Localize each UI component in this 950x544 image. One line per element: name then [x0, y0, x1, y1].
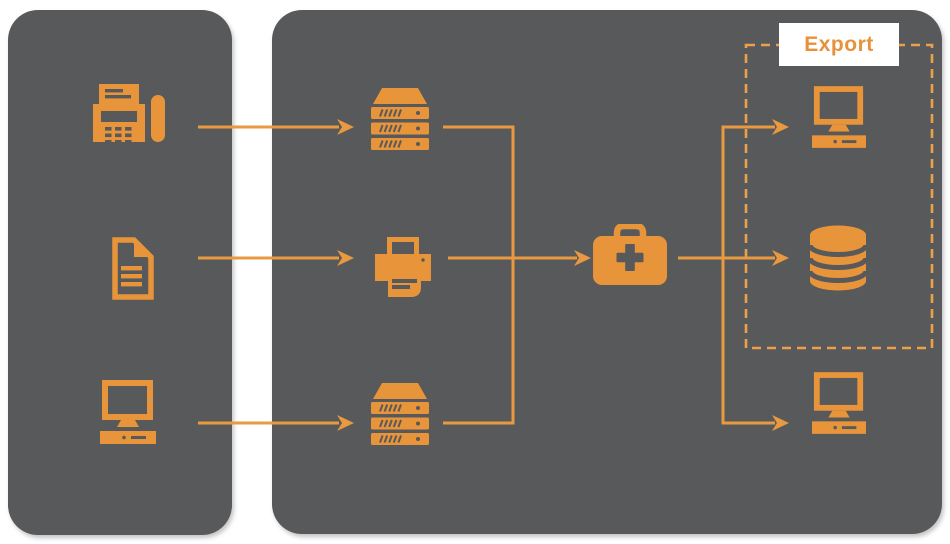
printer-icon	[375, 237, 431, 297]
server-icon	[371, 383, 429, 445]
desktop-computer-icon	[812, 86, 866, 148]
desktop-computer-icon	[100, 380, 156, 444]
fax-icon	[93, 84, 165, 144]
desktop-computer-icon	[812, 372, 866, 434]
server-icon	[371, 88, 429, 150]
database-icon	[809, 225, 867, 291]
first-aid-briefcase-icon	[593, 224, 667, 285]
document-icon	[112, 237, 154, 300]
export-label: Export	[779, 23, 899, 66]
